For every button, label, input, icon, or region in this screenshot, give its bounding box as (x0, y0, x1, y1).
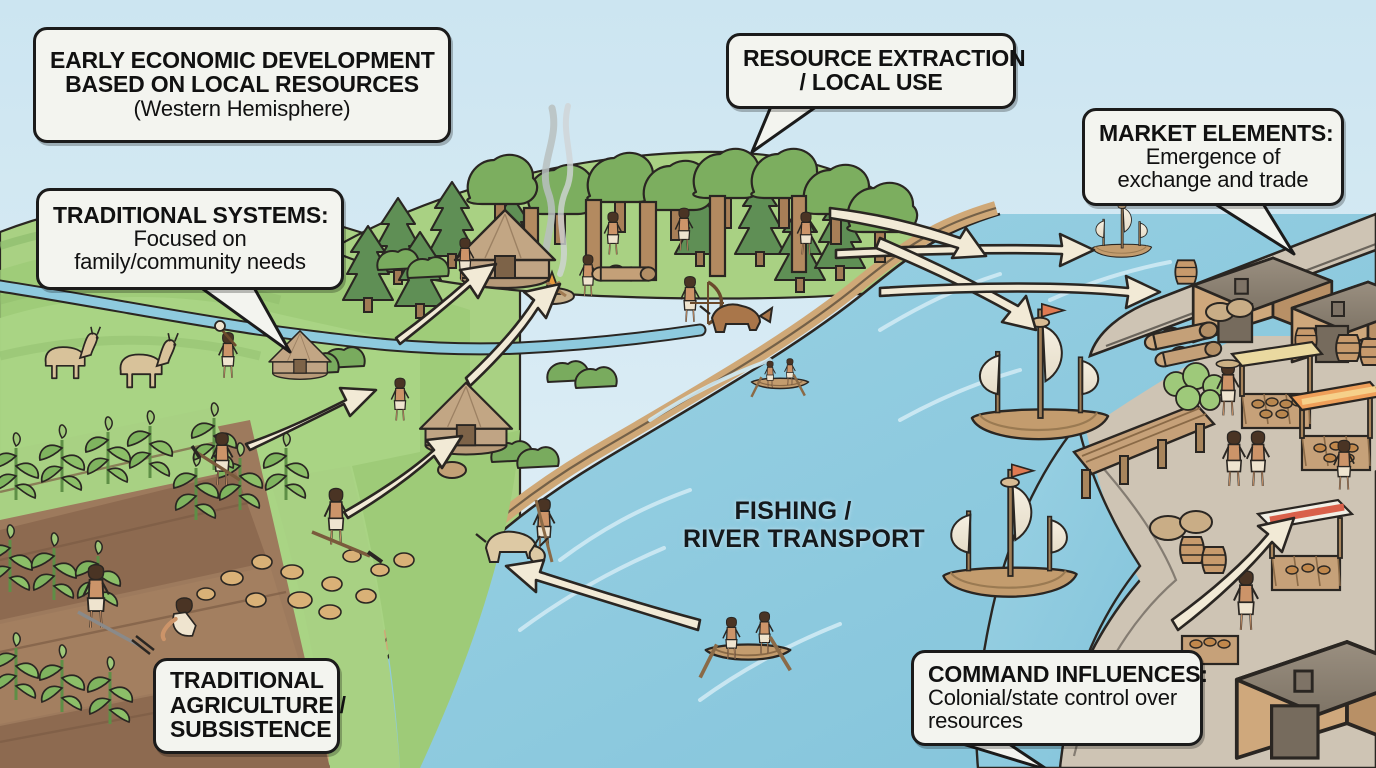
command-influences-line-3: resources (928, 708, 1023, 734)
market-elements-line-3: exchange and trade (1117, 167, 1309, 193)
command-influences-heading: COMMAND INFLUENCES: (928, 660, 1208, 687)
traditional-agriculture-line-1: TRADITIONAL (170, 667, 324, 694)
market-elements-callout: MARKET ELEMENTS: Emergence of exchange a… (1082, 108, 1344, 206)
title-line-3: (Western Hemisphere) (133, 95, 351, 121)
traditional-systems-callout: TRADITIONAL SYSTEMS: Focused on family/c… (36, 188, 344, 290)
river-upper-branch (0, 279, 707, 356)
early-economic-development-title: EARLY ECONOMIC DEVELOPMENT BASED ON LOCA… (33, 27, 451, 143)
resource-extraction-line-2: / LOCAL USE (799, 69, 943, 95)
traditional-agriculture-line-2: AGRICULTURE / (170, 691, 346, 718)
arrow-field-to-hut (342, 434, 464, 520)
resource-extraction-callout: RESOURCE EXTRACTION / LOCAL USE (726, 33, 1026, 109)
arrow-forest-to-river (874, 236, 1038, 332)
command-influences-callout: COMMAND INFLUENCES: Colonial/state contr… (911, 650, 1208, 746)
arrow-river-to-market (504, 558, 702, 632)
traditional-agriculture-line-3: SUBSISTENCE (170, 716, 332, 743)
traditional-agriculture-callout: TRADITIONAL AGRICULTURE / SUBSISTENCE (153, 658, 346, 754)
arrow-upper-left-slope (828, 206, 988, 260)
port-people (1215, 359, 1355, 631)
arrow-village-to-fire (464, 282, 562, 388)
traditional-systems-heading: TRADITIONAL SYSTEMS: (53, 201, 329, 228)
command-influences-line-2: Colonial/state control over (928, 684, 1177, 710)
canoes (698, 358, 810, 679)
fishing-label-line-2: RIVER TRANSPORT (683, 525, 925, 553)
forest-figures (453, 207, 816, 333)
title-line-2: BASED ON LOCAL RESOURCES (65, 71, 419, 98)
quay-cargo (1141, 259, 1376, 574)
fishing-label-line-1: FISHING / (734, 497, 852, 525)
resource-extraction-line-1: RESOURCE EXTRACTION (743, 44, 1026, 71)
fishing-river-transport-label: FISHING / RIVER TRANSPORT (683, 497, 925, 553)
traditional-systems-line-3: family/community needs (74, 249, 306, 275)
produce-pile (1163, 362, 1226, 411)
arrow-dock-to-stall (1170, 516, 1296, 632)
wooden-dock (1072, 402, 1217, 499)
traditional-systems-line-2: Focused on (133, 225, 247, 251)
arrow-field-to-village (244, 386, 378, 452)
arrow-village-to-forest (394, 262, 498, 346)
title-line-1: EARLY ECONOMIC DEVELOPMENT (50, 46, 435, 73)
market-elements-line-2: Emergence of (1145, 143, 1281, 169)
wild-animal (699, 303, 774, 333)
arrow-bank-to-quay (878, 274, 1162, 310)
flow-arrows (244, 206, 1296, 632)
market-elements-heading: MARKET ELEMENTS: (1099, 119, 1334, 146)
